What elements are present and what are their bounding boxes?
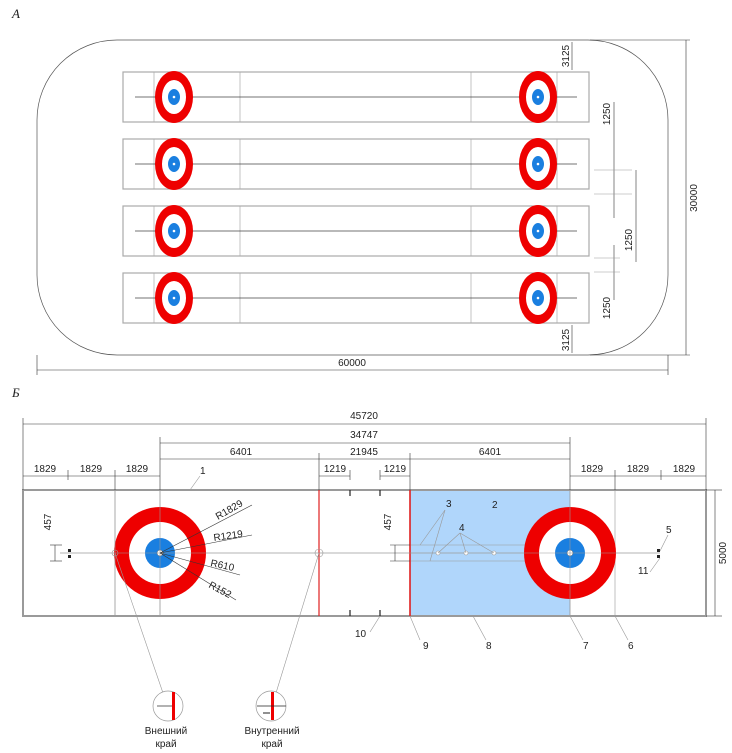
dim-tee-to-tee: 34747 — [350, 430, 378, 441]
callout-5: 5 — [666, 525, 672, 536]
dimension-lines-b — [22, 418, 722, 617]
radius-label-610: R610 — [209, 558, 235, 574]
radius-label-1829: R1829 — [214, 498, 245, 522]
dim-gap-1: 1250 — [602, 102, 613, 125]
dim-left-seg-3: 1829 — [126, 464, 149, 475]
dim-gap-3: 1250 — [602, 296, 613, 319]
dim-overall-width: 30000 — [689, 184, 700, 212]
inset-outer-label-2: край — [155, 739, 176, 750]
dimension-60000: 60000 — [36, 355, 669, 375]
dim-tee-to-hog-right: 6401 — [479, 447, 502, 458]
sheet-4 — [122, 272, 590, 324]
dim-right-seg-3: 1829 — [673, 464, 696, 475]
dim-left-seg-1: 1829 — [34, 464, 57, 475]
radius-label-152: R152 — [207, 580, 234, 601]
callout-7: 7 — [583, 641, 589, 652]
tee — [172, 162, 176, 166]
inset-inner-label-1: Внутренний — [244, 726, 299, 737]
dim-centerline-offset: 457 — [383, 513, 394, 530]
callout-1: 1 — [200, 466, 206, 477]
dim-left-seg-2: 1829 — [80, 464, 103, 475]
dim-hog-to-hog: 21945 — [350, 447, 378, 458]
callout-6: 6 — [628, 641, 634, 652]
view-a-title: А — [11, 6, 20, 21]
sheets-group — [122, 71, 590, 324]
inset-inner-edge: Внутренний край — [244, 690, 300, 750]
inset-inner-label-2: край — [261, 739, 282, 750]
sheet-2 — [122, 138, 590, 190]
tee — [172, 95, 176, 99]
radius-leaders — [159, 504, 253, 601]
dim-hog-offset-right: 1219 — [384, 464, 407, 475]
sheet-3 — [122, 205, 590, 257]
inset-outer-edge: Внешний край — [145, 690, 187, 750]
sheet-outline — [22, 489, 707, 617]
callout-10: 10 — [355, 629, 367, 640]
view-b-title: Б — [11, 385, 20, 400]
dim-sheet-width: 5000 — [718, 541, 729, 564]
dim-margin-top: 3125 — [561, 44, 572, 67]
dim-hog-offset-left: 1219 — [324, 464, 347, 475]
dim-right-seg-1: 1829 — [581, 464, 604, 475]
dim-overall-length: 60000 — [338, 358, 366, 369]
callout-2: 2 — [492, 500, 498, 511]
rink-outline — [36, 39, 669, 356]
dim-tee-to-hog-left: 6401 — [230, 447, 253, 458]
tee — [172, 296, 176, 300]
callout-9: 9 — [423, 641, 429, 652]
dim-margin-bottom: 3125 — [561, 328, 572, 351]
sheet-1 — [122, 71, 590, 123]
dim-gap-2: 1250 — [624, 228, 635, 251]
callout-leaders — [114, 475, 669, 694]
radius-label-1219: R1219 — [213, 529, 244, 544]
hacks — [68, 549, 660, 558]
hog-ticks — [349, 490, 381, 616]
callout-3: 3 — [446, 499, 452, 510]
callout-11: 11 — [638, 566, 649, 577]
callout-4: 4 — [459, 523, 465, 534]
tee — [172, 229, 176, 233]
dim-hack-offset: 457 — [43, 513, 54, 530]
dim-right-seg-2: 1829 — [627, 464, 650, 475]
dimension-30000: 30000 — [590, 39, 700, 356]
inset-outer-label-1: Внешний — [145, 726, 187, 737]
callout-8: 8 — [486, 641, 492, 652]
tee — [536, 229, 540, 233]
tee — [536, 162, 540, 166]
tee — [536, 296, 540, 300]
dim-total-length: 45720 — [350, 411, 378, 422]
tee — [536, 95, 540, 99]
